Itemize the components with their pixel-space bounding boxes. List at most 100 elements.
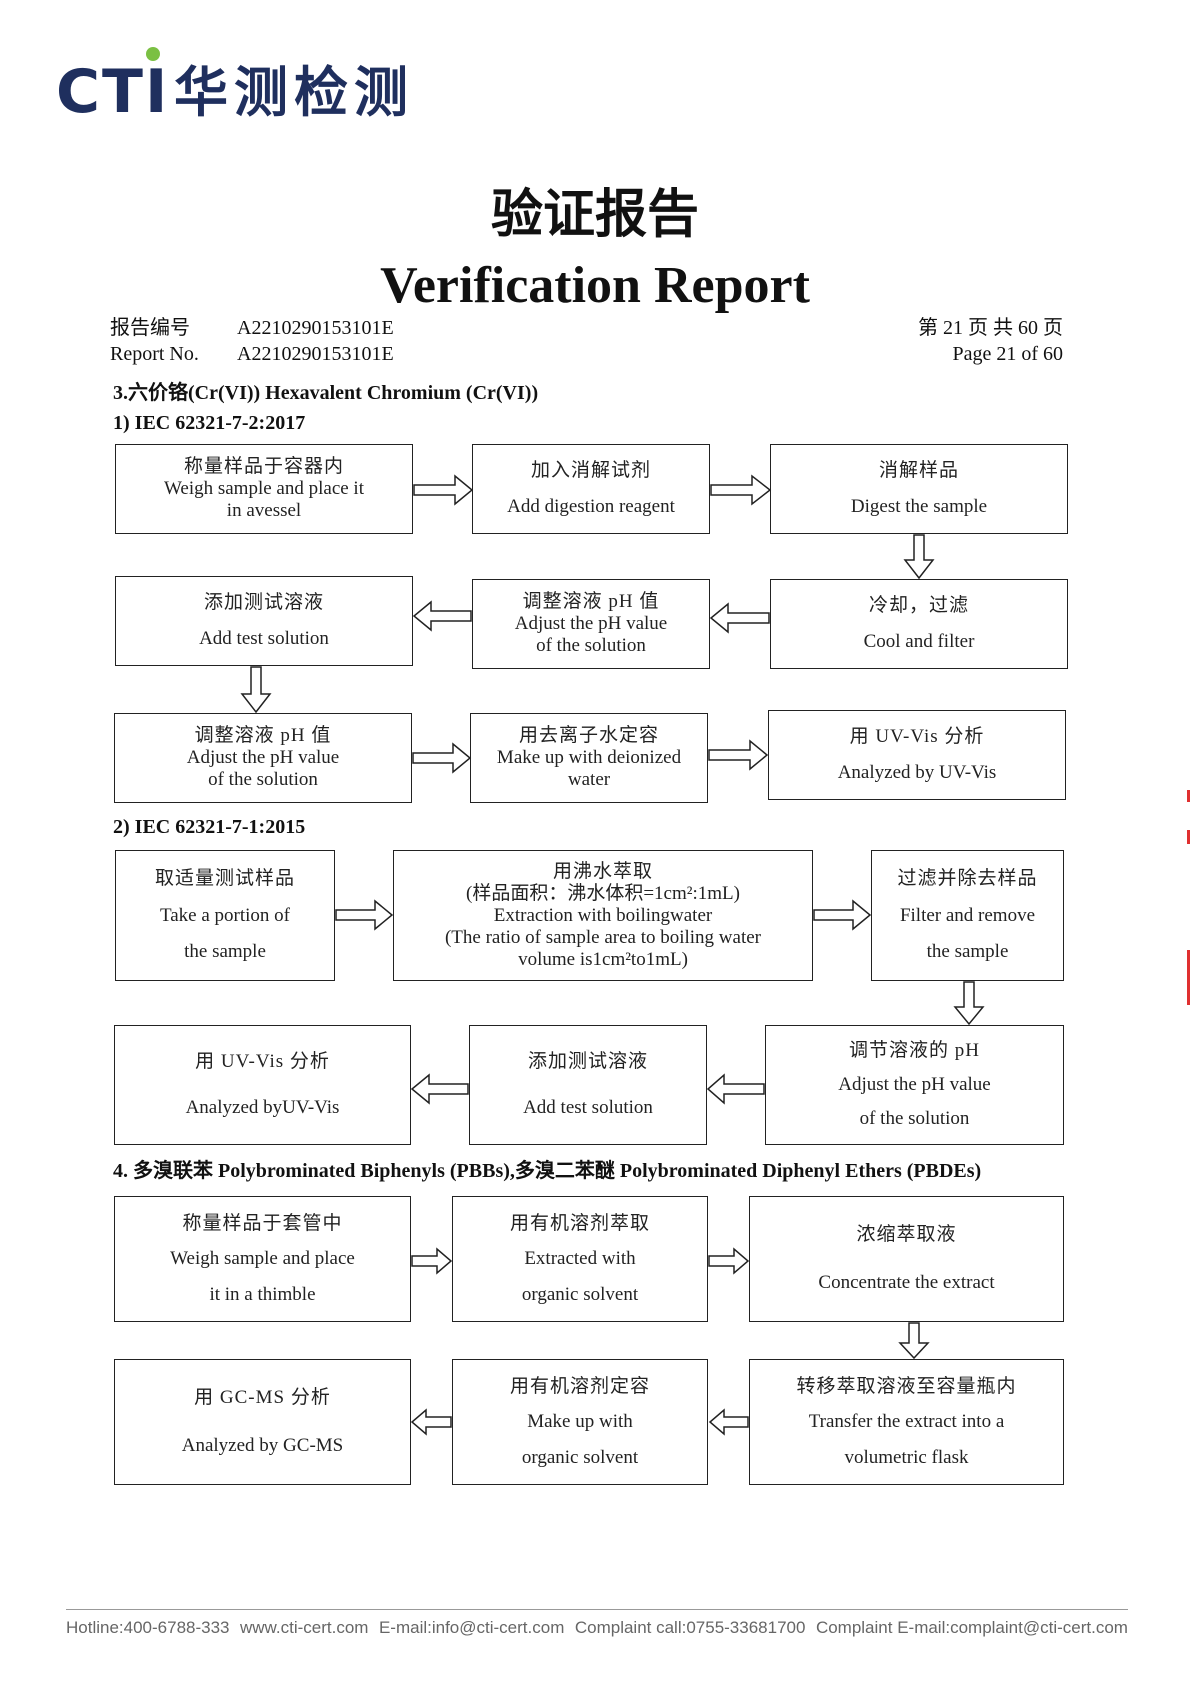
flow3-step-transfer-flask: 转移萃取溶液至容量瓶内 Transfer the extract into a …	[749, 1359, 1064, 1485]
step-ratio-cn: (样品面积：沸水体积=1cm²:1mL)	[466, 882, 740, 904]
footer-website[interactable]: www.cti-cert.com	[240, 1618, 369, 1637]
report-title-en: Verification Report	[380, 257, 810, 314]
step-label-cn: 用有机溶剂萃取	[509, 1212, 650, 1234]
section-3-method-1: 1) IEC 62321-7-2:2017	[113, 412, 306, 434]
step-label-en-2: organic solvent	[521, 1283, 639, 1305]
footer-complaint-email[interactable]: Complaint E-mail:complaint@cti-cert.com	[815, 1618, 1128, 1637]
step-label-en: Adjust the pH value	[186, 747, 340, 768]
step-label-en-2: in avessel	[226, 500, 302, 521]
footer: Hotline:400-6788-333 www.cti-cert.com E-…	[66, 1618, 1128, 1638]
arrow-down-icon	[898, 1322, 930, 1360]
flow1-step-uv-vis: 用 UV-Vis 分析 Analyzed by UV-Vis	[768, 710, 1066, 800]
report-no-label-cn: 报告编号	[110, 317, 190, 339]
step-label-en: Analyzed byUV-Vis	[185, 1096, 340, 1118]
logo-chinese: 华测检测	[174, 61, 414, 124]
arrow-down-icon	[240, 666, 272, 714]
footer-divider	[66, 1609, 1128, 1610]
step-label-cn: 加入消解试剂	[530, 460, 651, 482]
step-label-cn: 称量样品于容器内	[183, 456, 344, 477]
step-label-en: Make up with deionized	[496, 747, 682, 768]
step-label-en: Extracted with	[524, 1248, 636, 1269]
flow1-step-cool-filter: 冷却，过滤 Cool and filter	[770, 579, 1068, 669]
step-label-cn: 用有机溶剂定容	[509, 1375, 650, 1397]
step-label-en: Analyzed by UV-Vis	[837, 761, 997, 783]
step-label-en-2: water	[567, 769, 611, 790]
step-label-en: Weigh sample and place it	[163, 478, 364, 499]
step-label-cn: 用 UV-Vis 分析	[849, 726, 985, 748]
flow2-step-uv-vis: 用 UV-Vis 分析 Analyzed byUV-Vis	[114, 1025, 411, 1145]
flow2-step-filter-remove: 过滤并除去样品 Filter and remove the sample	[871, 850, 1064, 981]
arrow-down-icon	[903, 534, 935, 580]
step-label-en-2: volumetric flask	[844, 1446, 969, 1468]
section-3-method-2: 2) IEC 62321-7-1:2015	[113, 816, 306, 838]
step-label-cn: 调整溶液 pH 值	[194, 725, 332, 746]
step-label-en: Filter and remove	[899, 904, 1036, 926]
step-label-en: Cool and filter	[863, 630, 975, 652]
flow3-step-concentrate: 浓缩萃取液 Concentrate the extract	[749, 1196, 1064, 1322]
step-label-en: Adjust the pH value	[838, 1074, 991, 1095]
step-label-en-2: the sample	[926, 941, 1009, 963]
report-no-label-en: Report No.	[110, 343, 199, 365]
arrow-left-icon	[709, 602, 770, 634]
company-logo: CTI 华测检测	[56, 44, 476, 124]
arrow-left-icon	[708, 1408, 749, 1436]
step-label-en-2: (The ratio of sample area to boiling wat…	[444, 926, 761, 948]
step-label-en-2: organic solvent	[521, 1446, 639, 1468]
arrow-right-icon	[413, 474, 474, 506]
arrow-left-icon	[410, 1073, 469, 1105]
arrow-left-icon	[412, 600, 472, 632]
step-label-en-2: of the solution	[536, 635, 646, 656]
footer-complaint-call: Complaint call:0755-33681700	[574, 1618, 806, 1637]
step-label-cn: 浓缩萃取液	[856, 1224, 957, 1246]
arrow-down-icon	[953, 981, 985, 1026]
flow2-step-take-portion: 取适量测试样品 Take a portion of the sample	[115, 850, 335, 981]
step-label-en-3: volume is1cm²to1mL)	[518, 948, 688, 970]
step-label-en: Add test solution	[199, 627, 329, 649]
step-label-en: Make up with	[527, 1411, 633, 1432]
step-label-en: Concentrate the extract	[818, 1271, 995, 1293]
step-label-cn: 用 GC-MS 分析	[194, 1387, 331, 1409]
step-label-en: Extraction with boilingwater	[493, 904, 713, 926]
flow1-step-deionized-water: 用去离子水定容 Make up with deionized water	[470, 713, 708, 803]
step-label-en: Weigh sample and place	[170, 1248, 355, 1269]
section-3-title: 3.六价铬(Cr(VI)) Hexavalent Chromium (Cr(VI…	[113, 382, 539, 404]
arrow-right-icon	[710, 474, 772, 506]
step-label-en: Analyzed by GC-MS	[181, 1434, 344, 1456]
step-label-cn: 消解样品	[878, 460, 959, 482]
step-label-cn: 调节溶液的 pH	[849, 1040, 980, 1061]
flow3-step-make-up-solvent: 用有机溶剂定容 Make up with organic solvent	[452, 1359, 708, 1485]
flow3-step-organic-extraction: 用有机溶剂萃取 Extracted with organic solvent	[452, 1196, 708, 1322]
step-label-cn: 取适量测试样品	[154, 867, 295, 889]
report-no-value-en: A2210290153101E	[237, 343, 394, 365]
flow1-step-adjust-ph-2: 调整溶液 pH 值 Adjust the pH value of the sol…	[114, 713, 412, 803]
step-label-en: Transfer the extract into a	[808, 1411, 1005, 1432]
page-indicator-cn: 第 21 页 共 60 页	[918, 317, 1063, 339]
step-label-en: Take a portion of	[159, 904, 291, 926]
step-label-en: Add digestion reagent	[507, 495, 675, 517]
arrow-right-icon	[708, 1247, 750, 1275]
logo-brand: CTI	[56, 57, 170, 127]
step-label-en: Add test solution	[523, 1096, 653, 1118]
flow2-step-adjust-ph: 调节溶液的 pH Adjust the pH value of the solu…	[765, 1025, 1064, 1145]
arrow-right-icon	[412, 742, 472, 774]
flow2-step-add-test-solution: 添加测试溶液 Add test solution	[469, 1025, 707, 1145]
stamp-fragment	[1187, 790, 1190, 802]
step-label-cn: 添加测试溶液	[527, 1051, 648, 1073]
flow1-step-digest: 消解样品 Digest the sample	[770, 444, 1068, 534]
flow2-step-boiling-extraction: 用沸水萃取 (样品面积：沸水体积=1cm²:1mL) Extraction wi…	[393, 850, 813, 981]
arrow-right-icon	[335, 899, 394, 931]
step-label-cn: 称量样品于套管中	[182, 1212, 343, 1234]
step-label-en-2: it in a thimble	[209, 1283, 316, 1305]
arrow-left-icon	[706, 1073, 765, 1105]
step-label-cn: 冷却，过滤	[868, 595, 969, 617]
step-label-cn: 用沸水萃取	[552, 860, 653, 882]
footer-email[interactable]: E-mail:info@cti-cert.com	[378, 1618, 565, 1637]
arrow-right-icon	[411, 1247, 453, 1275]
arrow-right-icon	[708, 739, 769, 771]
footer-hotline: Hotline:400-6788-333	[66, 1618, 230, 1637]
flow3-step-gc-ms: 用 GC-MS 分析 Analyzed by GC-MS	[114, 1359, 411, 1485]
flow1-step-add-test-solution: 添加测试溶液 Add test solution	[115, 576, 413, 666]
step-label-en-2: the sample	[184, 941, 266, 963]
flow1-step-add-reagent: 加入消解试剂 Add digestion reagent	[472, 444, 710, 534]
